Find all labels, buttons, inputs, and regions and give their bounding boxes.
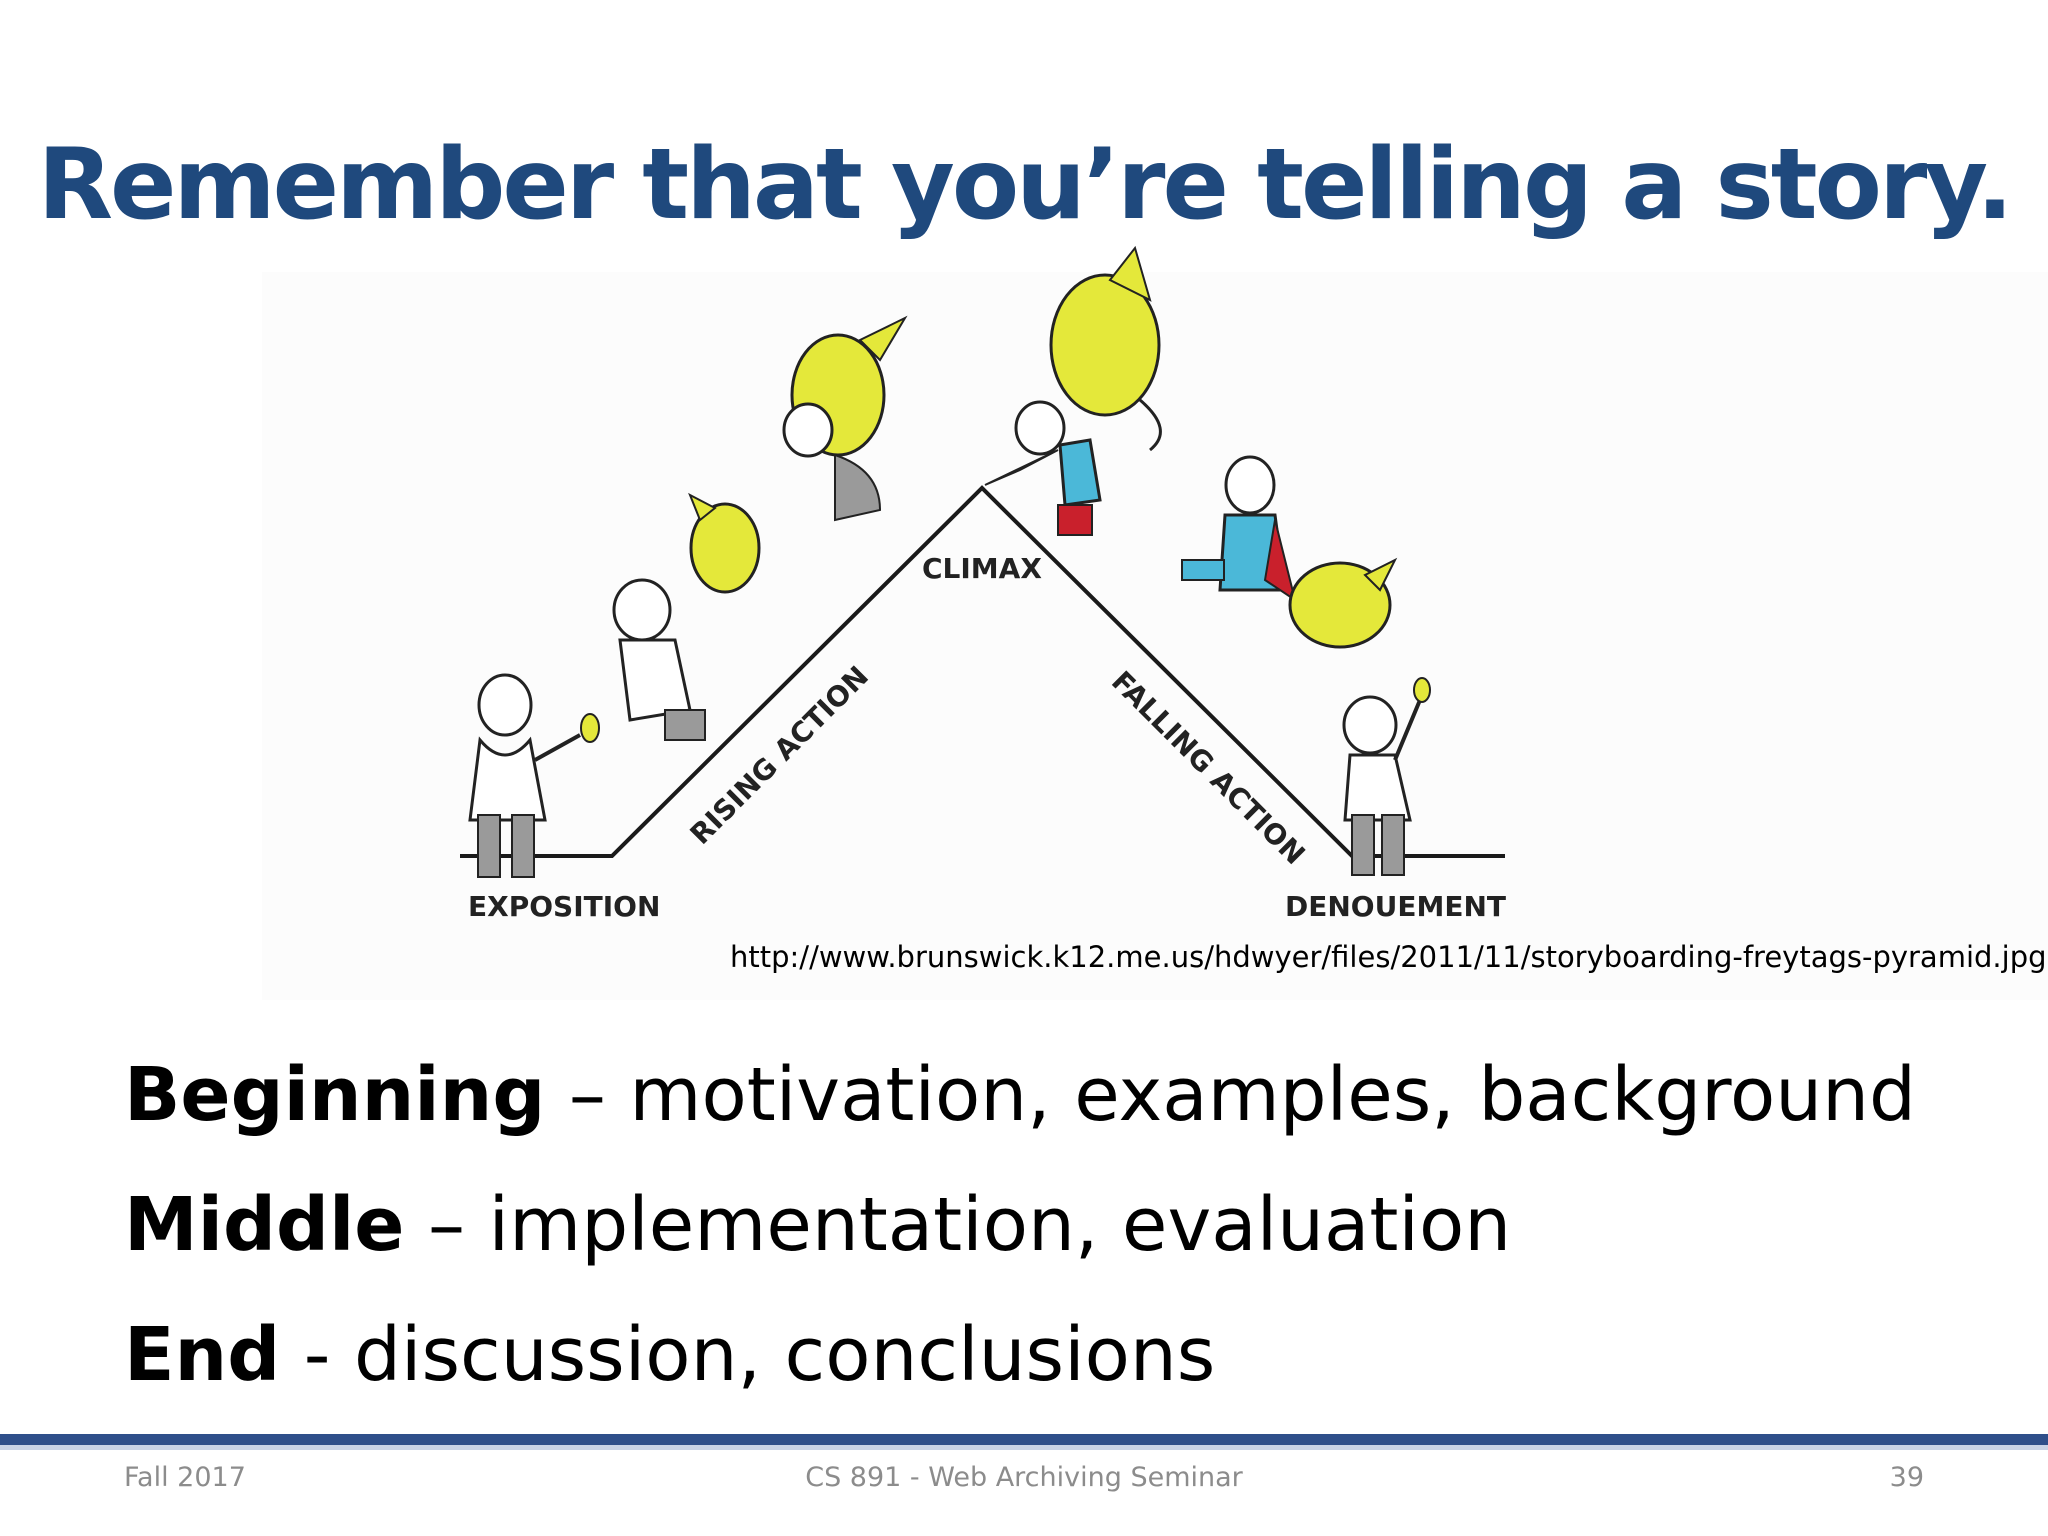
bullet-term: End xyxy=(124,1312,281,1398)
bullet-end: End - discussion, conclusions xyxy=(124,1300,2004,1430)
bullet-middle: Middle – implementation, evaluation xyxy=(124,1170,2004,1300)
label-falling-action: FALLING ACTION xyxy=(1105,665,1311,871)
dragon-attack-figure xyxy=(782,315,908,522)
bullet-term: Middle xyxy=(124,1182,405,1268)
bullet-text: – motivation, examples, background xyxy=(545,1052,1917,1138)
freytags-pyramid-illustration: EXPOSITION RISING ACTION CLIMAX FALLING … xyxy=(460,245,1506,923)
label-exposition: EXPOSITION xyxy=(468,890,660,923)
footer-date: Fall 2017 xyxy=(124,1462,246,1493)
superhero-climax-figure xyxy=(984,245,1162,536)
bullet-list: Beginning – motivation, examples, backgr… xyxy=(124,1040,2004,1430)
label-denouement: DENOUEMENT xyxy=(1285,890,1506,923)
man-rising-figure xyxy=(612,492,761,741)
bullet-text: – implementation, evaluation xyxy=(404,1182,1512,1268)
slide-title: Remember that you’re telling a story. xyxy=(37,128,2014,242)
footer-course-title: CS 891 - Web Archiving Seminar xyxy=(805,1462,1243,1493)
label-climax: CLIMAX xyxy=(922,552,1042,585)
superhero-falling-figure xyxy=(1181,455,1398,649)
man-exposition-figure xyxy=(468,673,600,878)
figure-background xyxy=(262,272,2048,1000)
footer-divider-shadow xyxy=(0,1445,2048,1450)
man-denouement-figure xyxy=(1342,677,1431,876)
bullet-term: Beginning xyxy=(124,1052,546,1138)
bullet-beginning: Beginning – motivation, examples, backgr… xyxy=(124,1040,2004,1170)
bullet-text: - discussion, conclusions xyxy=(280,1312,1216,1398)
footer-divider xyxy=(0,1434,2048,1445)
image-source-url: http://www.brunswick.k12.me.us/hdwyer/fi… xyxy=(730,940,2047,974)
slide-number: 39 xyxy=(1889,1462,1924,1493)
